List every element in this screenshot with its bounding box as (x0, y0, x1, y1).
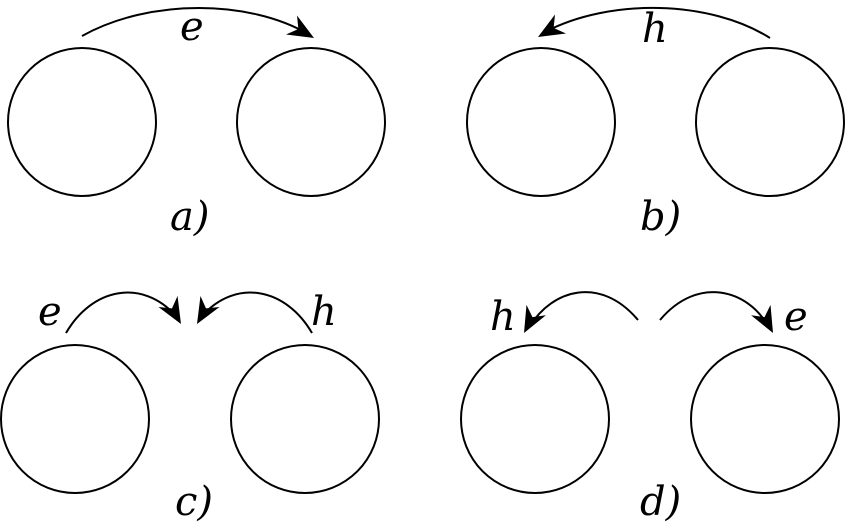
panel-a: e a) (7, 4, 386, 240)
panel-b-right-circle (695, 47, 845, 197)
panel-c-caption: c) (175, 479, 213, 524)
panel-a-arrowhead (285, 15, 320, 48)
panel-b-left-circle (466, 47, 616, 197)
panel-c-arrowhead-e (158, 295, 191, 330)
panel-d-caption: d) (640, 479, 681, 524)
panel-a-arrow-label: e (180, 4, 204, 50)
panel-b-arrowhead (532, 14, 567, 47)
panel-c-arrow-label-e: e (38, 289, 62, 335)
panel-d-arrow-label-h: h (490, 294, 516, 340)
panel-a-arrow-e (81, 7, 309, 37)
panel-a-caption: a) (170, 194, 209, 240)
panel-a-right-circle (236, 47, 386, 197)
panel-d-arrow-label-e: e (784, 294, 808, 340)
panel-b: h b) (466, 6, 845, 240)
panel-c-arrow-label-h: h (311, 289, 337, 335)
panel-c-arrowhead-h (187, 295, 220, 330)
panel-d-left-circle (460, 344, 610, 494)
panel-c-arrow-h (201, 291, 313, 334)
panel-b-caption: b) (640, 194, 681, 240)
panel-c-left-circle (0, 344, 150, 494)
panel-c-right-circle (230, 344, 380, 494)
panel-c: e h c) (0, 289, 380, 524)
panel-d-arrowhead-h (514, 304, 546, 339)
panel-d-right-circle (690, 344, 840, 494)
panel-d: h e d) (460, 291, 840, 524)
panel-b-arrow-h (544, 7, 771, 39)
panel-a-left-circle (7, 47, 157, 197)
panel-d-arrow-e (659, 291, 769, 327)
panel-d-arrow-h (529, 291, 639, 327)
panel-c-arrow-e (65, 291, 177, 334)
panel-b-arrow-label: h (642, 6, 668, 52)
